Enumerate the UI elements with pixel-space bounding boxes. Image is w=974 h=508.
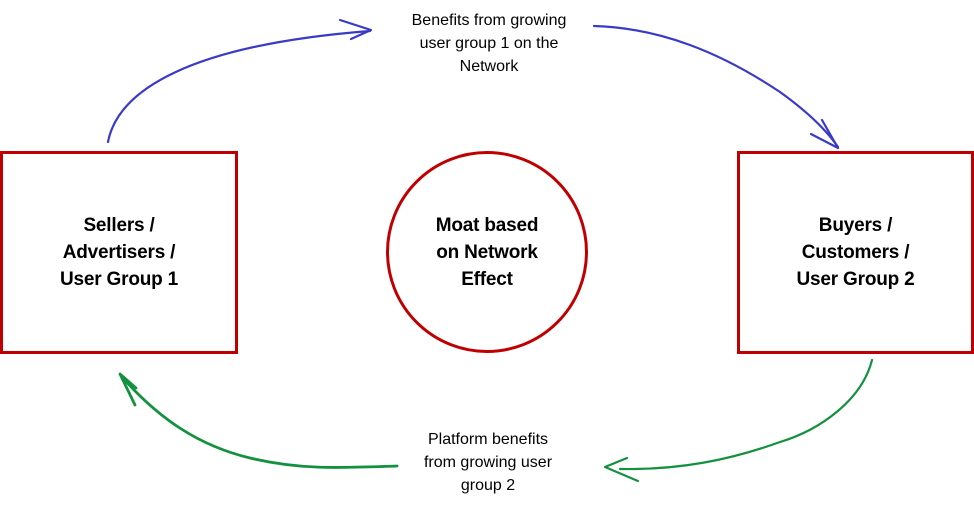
moat-label: Moat based on Network Effect [435,214,539,290]
top-arrow-label: Benefits from growing user group 1 on th… [411,12,567,75]
arrowhead-left-icon [603,456,640,483]
bottom-arrow-left-segment [118,372,399,469]
arrowhead-right-icon [338,18,373,41]
user-group-2-box: Buyers / Customers / User Group 2 [737,151,974,354]
user-group-1-box: Sellers / Advertisers / User Group 1 [0,151,238,354]
bottom-arrow-right-segment [603,358,874,483]
top-arrow-right-segment [592,24,840,150]
arrowhead-down-icon [809,118,840,150]
arrowhead-up-left-icon [118,372,138,407]
moat-circle: Moat based on Network Effect [386,151,588,353]
user-group-2-label: Buyers / Customers / User Group 2 [796,215,915,290]
top-arrow-left-segment [106,18,373,144]
bottom-arrow-label: Platform benefits from growing user grou… [423,431,553,494]
user-group-1-label: Sellers / Advertisers / User Group 1 [60,215,178,290]
